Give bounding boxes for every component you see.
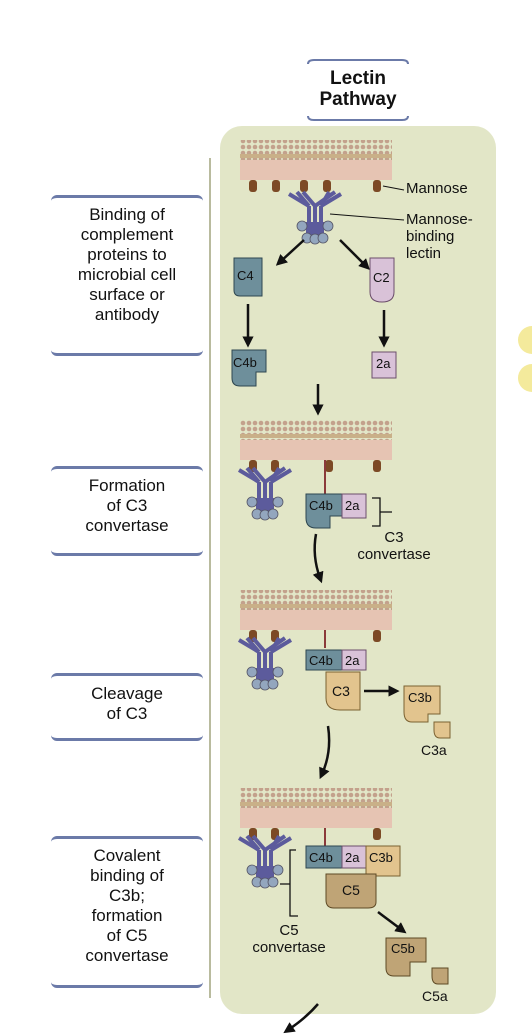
- c5a-protein: [431, 967, 449, 985]
- step-line: surface or: [89, 285, 165, 304]
- c3-convertase-label-line: convertase: [357, 546, 431, 563]
- step-label-binding: Binding of complement proteins to microb…: [51, 205, 203, 325]
- c5-convertase-label-line: C5: [279, 922, 299, 939]
- step-box-covalent: [51, 836, 203, 988]
- c3-convertase-label: C3 convertase: [338, 529, 450, 563]
- step-line: Binding of: [89, 205, 165, 224]
- step-line: of C3: [106, 704, 148, 723]
- c5-label: C5: [342, 882, 360, 898]
- c4-label: C4: [237, 268, 254, 283]
- step-line: Formation: [88, 476, 166, 495]
- 2a-protein: [371, 351, 397, 379]
- membrane-2: [240, 420, 392, 472]
- arrow: [312, 533, 324, 584]
- header-line-2: Pathway: [319, 89, 397, 110]
- mannose-pointer: [382, 185, 405, 191]
- left-divider-line: [209, 158, 211, 998]
- 2a-label: 2a: [345, 653, 360, 668]
- step-label-formation: Formation of C3 convertase: [51, 476, 203, 536]
- header-bracket: [307, 59, 409, 121]
- step-line: antibody: [94, 305, 160, 324]
- offscreen-marker: [518, 364, 532, 392]
- c4b-label: C4b: [309, 653, 333, 668]
- c3a-protein: [433, 721, 451, 739]
- step-line: complement: [80, 225, 174, 244]
- mannose-label: Mannose: [406, 180, 468, 197]
- c5b-protein: [385, 937, 427, 977]
- step-line: proteins to: [87, 245, 167, 264]
- c3a-label: C3a: [421, 742, 447, 758]
- 2a-label: 2a: [376, 356, 391, 371]
- c4-protein: [233, 257, 263, 297]
- mannose-binding-lectin: [237, 834, 293, 890]
- step-line: C3b;: [109, 886, 145, 905]
- step-line: of C5: [106, 926, 148, 945]
- step-label-covalent: Covalent binding of C3b; formation of C5…: [51, 846, 203, 966]
- mbl-label-line: lectin: [406, 245, 442, 262]
- c3-convertase-bracket: [372, 497, 392, 527]
- c5-convertase-label: C5 convertase: [236, 922, 342, 956]
- arrow: [283, 1003, 319, 1034]
- step-line: Cleavage: [91, 684, 163, 703]
- step-box-binding: [51, 195, 203, 356]
- c3b-protein: [403, 685, 441, 723]
- membrane-4: [240, 788, 392, 840]
- header-line-1: Lectin: [330, 68, 386, 89]
- step-line: convertase: [85, 516, 169, 535]
- mbl-pointer: [329, 213, 405, 221]
- step-line: binding of: [90, 866, 164, 885]
- step-line: convertase: [85, 946, 169, 965]
- c5-convertase-complex: [305, 845, 401, 877]
- c2-protein: [369, 257, 395, 303]
- arrow: [377, 911, 407, 934]
- 2a-label: 2a: [345, 498, 360, 513]
- step-line: formation: [91, 906, 163, 925]
- c5a-label: C5a: [422, 988, 448, 1004]
- mannose-binding-lectin: [237, 466, 293, 522]
- membrane-1: [240, 140, 392, 192]
- c4b-protein: [231, 349, 267, 387]
- mbl-label-line: Mannose-: [406, 211, 473, 228]
- arrow: [339, 239, 370, 270]
- step-line: of C3: [106, 496, 148, 515]
- c3-protein: [325, 671, 361, 711]
- c4b-label: C4b: [309, 850, 333, 865]
- step-box-formation: [51, 466, 203, 556]
- c5-convertase-bracket: [280, 849, 298, 917]
- c2-label: C2: [373, 270, 390, 285]
- mbl-label-line: binding: [406, 228, 455, 245]
- offscreen-marker: [518, 326, 532, 354]
- header-title: Lectin Pathway: [300, 68, 416, 110]
- c4b-label: C4b: [309, 498, 333, 513]
- c3b-label: C3b: [408, 690, 432, 705]
- arrow: [275, 239, 305, 266]
- c3-label: C3: [332, 683, 350, 699]
- 2a-label: 2a: [345, 850, 360, 865]
- c5b-label: C5b: [391, 941, 415, 956]
- c5-protein: [325, 873, 377, 909]
- mannose-binding-lectin: [237, 636, 293, 692]
- c4b-label: C4b: [233, 355, 257, 370]
- c3-convertase-complex: [305, 493, 367, 529]
- mbl-label: Mannose- binding lectin: [406, 211, 473, 262]
- membrane-3: [240, 590, 392, 642]
- step-label-cleavage: Cleavage of C3: [51, 684, 203, 724]
- step-box-cleavage: [51, 673, 203, 741]
- c5-convertase-label-line: convertase: [252, 939, 326, 956]
- mannose-binding-lectin: [287, 190, 343, 246]
- c3b-label: C3b: [369, 850, 393, 865]
- step-line: microbial cell: [77, 265, 177, 284]
- c3-convertase-label-line: C3: [384, 529, 404, 546]
- arrow: [319, 725, 331, 780]
- step-line: Covalent: [93, 846, 161, 865]
- c3-convertase-complex: [305, 649, 367, 671]
